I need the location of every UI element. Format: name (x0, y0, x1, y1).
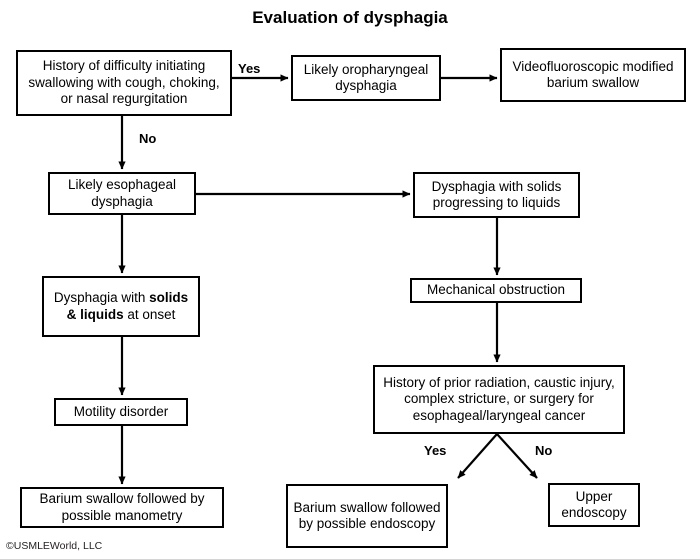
node-videofluoroscopic-swallow[interactable]: Videofluoroscopic modified barium swallo… (500, 48, 686, 102)
node-motility-disorder[interactable]: Motility disorder (54, 398, 188, 426)
node-likely-oropharyngeal-dysphagia[interactable]: Likely oropharyngeal dysphagia (291, 55, 441, 101)
edge-label-no-top: No (139, 131, 157, 146)
edge-yes-to-barium-endoscopy (457, 433, 498, 479)
node-mechanical-obstruction[interactable]: Mechanical obstruction (410, 278, 582, 303)
solids-liquids-prefix: Dysphagia with (53, 290, 150, 306)
node-history-initiating-label: History of difficulty initiating swallow… (28, 58, 220, 107)
node-solids-progressing-to-liquids-label: Dysphagia with solids progressing to liq… (431, 178, 562, 210)
edge-no-to-upper-endoscopy (496, 433, 538, 479)
node-likely-esophageal-dysphagia-label: Likely esophageal dysphagia (67, 177, 177, 209)
node-barium-swallow-endoscopy[interactable]: Barium swallow followed by possible endo… (286, 484, 448, 548)
node-history-prior-radiation-label: History of prior radiation, caustic inju… (383, 374, 615, 423)
node-upper-endoscopy[interactable]: Upper endoscopy (548, 483, 640, 527)
node-history-prior-radiation[interactable]: History of prior radiation, caustic inju… (373, 365, 625, 434)
edge-label-yes-top: Yes (238, 61, 261, 76)
node-history-initiating[interactable]: History of difficulty initiating swallow… (16, 50, 232, 116)
node-videofluoroscopic-swallow-label: Videofluoroscopic modified barium swallo… (512, 58, 674, 90)
edge-label-yes-bottom: Yes (424, 443, 447, 458)
node-likely-oropharyngeal-dysphagia-label: Likely oropharyngeal dysphagia (303, 61, 429, 93)
node-motility-disorder-label: Motility disorder (73, 403, 169, 419)
node-barium-swallow-endoscopy-label: Barium swallow followed by possible endo… (293, 499, 441, 531)
chart-title: Evaluation of dysphagia (252, 8, 448, 27)
node-dysphagia-solids-and-liquids-label: Dysphagia with solids & liquids at onset (48, 290, 194, 323)
node-upper-endoscopy-label: Upper endoscopy (561, 488, 627, 520)
node-barium-swallow-manometry-label: Barium swallow followed by possible mano… (39, 491, 205, 523)
node-solids-progressing-to-liquids[interactable]: Dysphagia with solids progressing to liq… (413, 172, 580, 218)
copyright-notice: ©USMLEWorld, LLC (6, 540, 103, 552)
solids-liquids-suffix: at onset (123, 306, 176, 322)
node-dysphagia-solids-and-liquids[interactable]: Dysphagia with solids & liquids at onset (42, 276, 200, 337)
solids-liquids-emphasis: solids & liquids (66, 290, 189, 322)
node-mechanical-obstruction-label: Mechanical obstruction (426, 282, 566, 298)
edge-label-no-bottom: No (535, 443, 553, 458)
node-likely-esophageal-dysphagia[interactable]: Likely esophageal dysphagia (48, 172, 196, 215)
node-barium-swallow-manometry[interactable]: Barium swallow followed by possible mano… (20, 487, 224, 528)
